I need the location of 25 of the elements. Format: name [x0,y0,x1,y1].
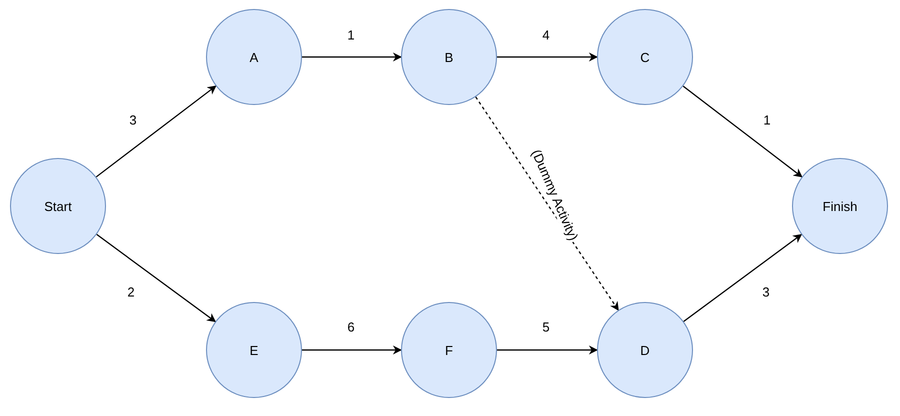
node-label: A [250,50,258,64]
edge-label: 2 [126,284,136,300]
edge-label: 4 [541,28,551,42]
arrow [497,346,598,354]
arrow [96,86,216,178]
node-label: F [445,342,453,358]
node-label: E [250,342,258,358]
edge-label: 3 [761,284,771,300]
edge-label: 1 [762,112,772,128]
node-label: Start [44,198,72,214]
edge-label: 6 [346,320,356,334]
arrow [683,234,802,322]
arrow [96,234,216,322]
arrow [682,86,803,178]
edge-label: 3 [128,112,138,128]
node-label: D [640,342,650,358]
node-label: C [640,50,650,64]
edge-label: 1 [346,28,356,42]
arrow [302,52,402,62]
edge-label: 5 [541,320,551,334]
node-label: Finish [822,198,858,214]
arrow [497,52,598,62]
node-label: B [444,50,454,64]
arrow [475,96,619,311]
arrow [302,346,402,354]
